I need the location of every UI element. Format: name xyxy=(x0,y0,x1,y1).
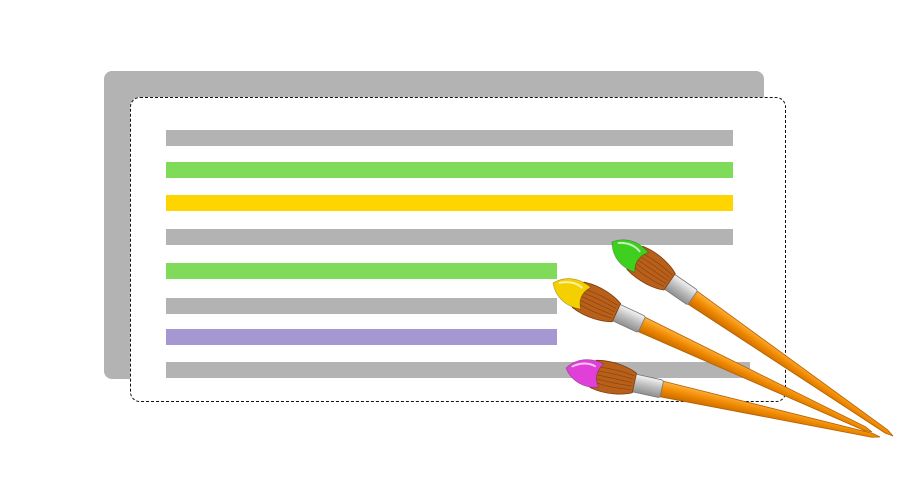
text-line xyxy=(166,162,733,178)
text-line xyxy=(166,130,733,146)
text-line xyxy=(166,298,557,314)
text-line xyxy=(166,229,733,245)
text-line xyxy=(166,362,750,378)
text-line xyxy=(166,195,733,211)
text-line xyxy=(166,329,557,345)
text-line xyxy=(166,263,557,279)
